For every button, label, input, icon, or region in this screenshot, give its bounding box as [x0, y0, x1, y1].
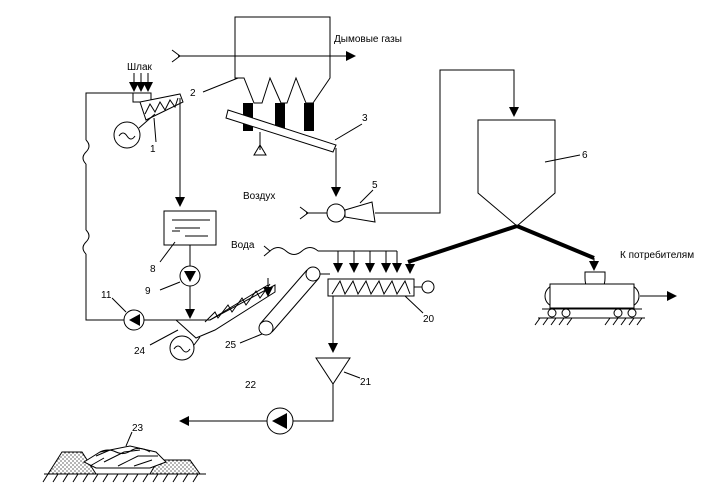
label-9: 9 — [145, 286, 151, 297]
furnace-outlet-3 — [304, 103, 314, 131]
label-24: 24 — [134, 346, 146, 357]
label-23: 23 — [132, 423, 144, 434]
label-6: 6 — [582, 150, 588, 161]
furnace-outlet-2 — [275, 103, 285, 131]
pump-icon — [123, 309, 145, 331]
label-8: 8 — [150, 264, 156, 275]
label-25: 25 — [225, 340, 237, 351]
pump-icon — [179, 265, 201, 287]
label-22: 22 — [245, 380, 257, 391]
label-3: 3 — [362, 113, 368, 124]
flue-gas-line — [171, 49, 356, 63]
hydrocyclone — [315, 357, 351, 385]
label-20: 20 — [423, 314, 435, 325]
water-label: Вода — [231, 240, 255, 251]
slag-crusher — [132, 92, 184, 121]
motor-icon — [169, 335, 195, 361]
slag-heap — [42, 445, 206, 483]
inclined-chute — [225, 109, 341, 197]
label-2: 2 — [190, 88, 196, 99]
rail-tank-car — [534, 271, 645, 326]
belt-conveyor — [258, 266, 330, 336]
water-line — [263, 245, 402, 273]
fan-icon — [299, 201, 376, 223]
label-21: 21 — [360, 377, 372, 388]
air-label: Воздух — [243, 191, 275, 202]
furnace-unit — [234, 16, 331, 131]
label-11: 11 — [101, 290, 112, 301]
spiral-classifier — [174, 283, 276, 339]
pump-icon — [266, 407, 294, 435]
slag-feed-arrows — [129, 73, 153, 92]
water-tank — [163, 210, 217, 246]
motor-icon — [113, 121, 141, 149]
to-consumers-label: К потребителям — [620, 249, 694, 261]
slag-label: Шлак — [127, 62, 153, 73]
label-1: 1 — [150, 144, 156, 155]
screw-mixer — [327, 278, 435, 297]
return-loop-line — [82, 92, 135, 321]
storage-hopper — [477, 119, 556, 227]
flue-gases-label: Дымовые газы — [334, 34, 402, 45]
label-5: 5 — [372, 180, 378, 191]
